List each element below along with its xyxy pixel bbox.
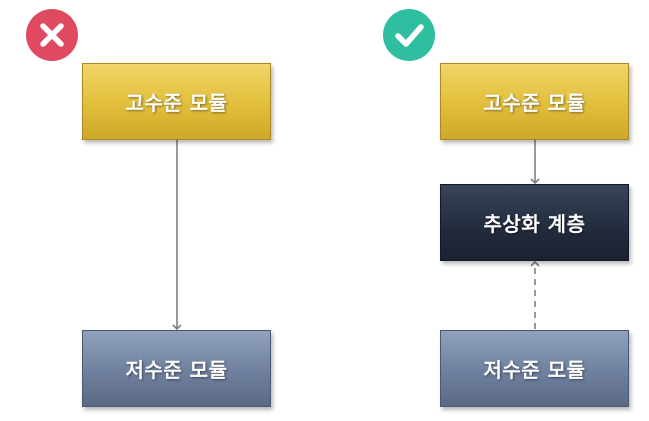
correct-badge — [383, 9, 435, 61]
left-low-level-module: 저수준 모듈 — [82, 330, 271, 407]
check-icon — [395, 24, 424, 47]
right-low-level-module: 저수준 모듈 — [440, 330, 629, 407]
right-high-level-module: 고수준 모듈 — [440, 63, 629, 140]
abstraction-layer: 추상화 계층 — [440, 184, 629, 261]
left-high-level-module-label: 고수준 모듈 — [125, 91, 228, 115]
right-low-level-module-label: 저수준 모듈 — [483, 358, 586, 382]
abstraction-layer-label: 추상화 계층 — [483, 212, 586, 236]
left-low-level-module-label: 저수준 모듈 — [125, 358, 228, 382]
wrong-badge — [26, 9, 78, 61]
right-high-level-module-label: 고수준 모듈 — [483, 91, 586, 115]
left-high-level-module: 고수준 모듈 — [82, 63, 271, 140]
close-icon — [40, 23, 64, 47]
